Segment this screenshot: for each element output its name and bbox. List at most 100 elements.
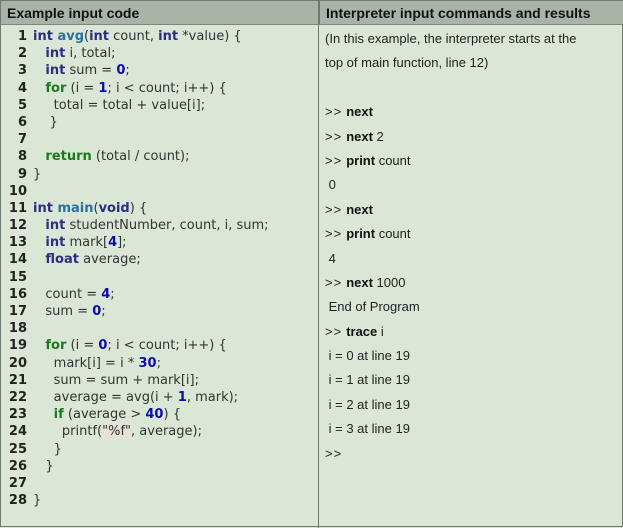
code-token: mark[i] = i * [33, 355, 139, 371]
code-token: for [45, 80, 67, 96]
code-token: ( [84, 29, 90, 44]
line-number: 9 [17, 166, 27, 182]
code-token: } [33, 441, 62, 457]
command-line: >>next 2 [325, 125, 623, 149]
code-token: sum = [33, 304, 93, 319]
code-token: int [158, 29, 179, 44]
code-token: 0 [98, 338, 108, 354]
code-line: 8 return (total / count); [1, 148, 318, 165]
code-token: 1 [98, 80, 108, 96]
command-line: >>trace i [325, 320, 623, 344]
line-number: 27 [8, 475, 27, 491]
line-number: 24 [8, 424, 27, 440]
code-token: sum = [65, 63, 117, 79]
line-number: 12 [8, 218, 27, 234]
code-token [33, 337, 45, 354]
code-line: 4 for (i = 1; i < count; i++) { [1, 80, 318, 97]
line-number: 11 [8, 200, 27, 216]
code-line: 27 [1, 475, 318, 492]
command-output: i = 2 at line 19 [325, 396, 410, 412]
line-number: 14 [8, 252, 27, 268]
line-number: 4 [17, 80, 27, 96]
code-token: ( [93, 200, 99, 216]
code-line: 23 if (average > 40) { [1, 406, 318, 423]
code-line: 2 int i, total; [1, 45, 318, 62]
code-token: return [45, 149, 92, 165]
code-token: average; [78, 252, 141, 268]
code-token: sum = sum + mark[i]; [33, 372, 199, 388]
command-keyword: next [346, 128, 373, 144]
intro-text-line: (In this example, the interpreter starts… [325, 31, 577, 46]
command-argument: 1000 [372, 274, 406, 290]
command-keyword: next [346, 104, 373, 120]
code-token [33, 62, 45, 79]
blank-line [325, 76, 623, 100]
code-line: 18 [1, 320, 318, 337]
column-divider [318, 1, 319, 528]
code-token [33, 148, 45, 165]
interpreter-session: (In this example, the interpreter starts… [325, 27, 623, 466]
code-line: 12 int studentNumber, count, i, sum; [1, 217, 318, 234]
code-line: 3 int sum = 0; [1, 62, 318, 79]
code-token: (total / count); [91, 149, 190, 165]
code-token: 0 [116, 63, 126, 79]
code-token: printf( [33, 424, 103, 440]
code-line: 16 count = 4; [1, 286, 318, 303]
code-token: } [33, 114, 58, 130]
code-token: ]; [117, 235, 127, 251]
command-line: >>next [325, 100, 623, 124]
code-line: 9} [1, 166, 318, 183]
prompt: >> [325, 201, 343, 217]
code-token: *value) { [178, 29, 242, 44]
code-line: 7 [1, 131, 318, 148]
line-number: 19 [8, 338, 27, 354]
code-token: total = total + value[i]; [33, 97, 206, 113]
code-line: 6 } [1, 114, 318, 131]
line-number: 18 [8, 321, 27, 337]
code-token: ; [125, 63, 130, 79]
line-number: 23 [8, 407, 27, 423]
code-token: 40 [145, 407, 164, 423]
code-line: 26 } [1, 458, 318, 475]
command-line: >>print count [325, 222, 623, 246]
command-output: 4 [325, 250, 336, 266]
code-token: average = avg(i + [33, 389, 178, 405]
code-token [33, 45, 45, 62]
code-token: 0 [92, 304, 102, 319]
code-line: 17 sum = 0; [1, 303, 318, 320]
code-token: (i = [66, 80, 99, 96]
code-line: 19 for (i = 0; i < count; i++) { [1, 337, 318, 354]
code-token: int [33, 200, 58, 216]
line-number: 8 [17, 149, 27, 165]
command-keyword: trace [346, 323, 378, 339]
line-number: 20 [8, 355, 27, 371]
code-column-header: Example input code [1, 1, 319, 25]
code-token: for [45, 338, 67, 354]
command-output: i = 3 at line 19 [325, 421, 410, 437]
code-token: (i = [66, 338, 99, 354]
line-number: 3 [17, 63, 27, 79]
command-argument: 2 [372, 128, 384, 144]
code-token [33, 234, 45, 251]
command-output: 0 [325, 177, 336, 193]
code-token: , average); [131, 424, 202, 440]
command-output: End of Program [325, 299, 420, 315]
code-token: int [45, 63, 66, 79]
command-output: i = 1 at line 19 [325, 372, 410, 388]
code-line: 13 int mark[4]; [1, 234, 318, 251]
command-keyword: print [346, 226, 376, 242]
code-line: 15 [1, 269, 318, 286]
code-token: void [98, 200, 130, 216]
command-line: >>print count [325, 149, 623, 173]
code-line: 14 float average; [1, 251, 318, 268]
command-keyword: print [346, 152, 376, 168]
code-token [33, 80, 45, 97]
command-keyword: next [346, 274, 373, 290]
interpreter-column-header: Interpreter input commands and results [319, 1, 623, 25]
command-keyword: next [346, 201, 373, 217]
code-token: (average > [63, 407, 146, 423]
intro-text-line: top of main function, line 12) [325, 55, 489, 71]
code-line: 20 mark[i] = i * 30; [1, 355, 318, 372]
